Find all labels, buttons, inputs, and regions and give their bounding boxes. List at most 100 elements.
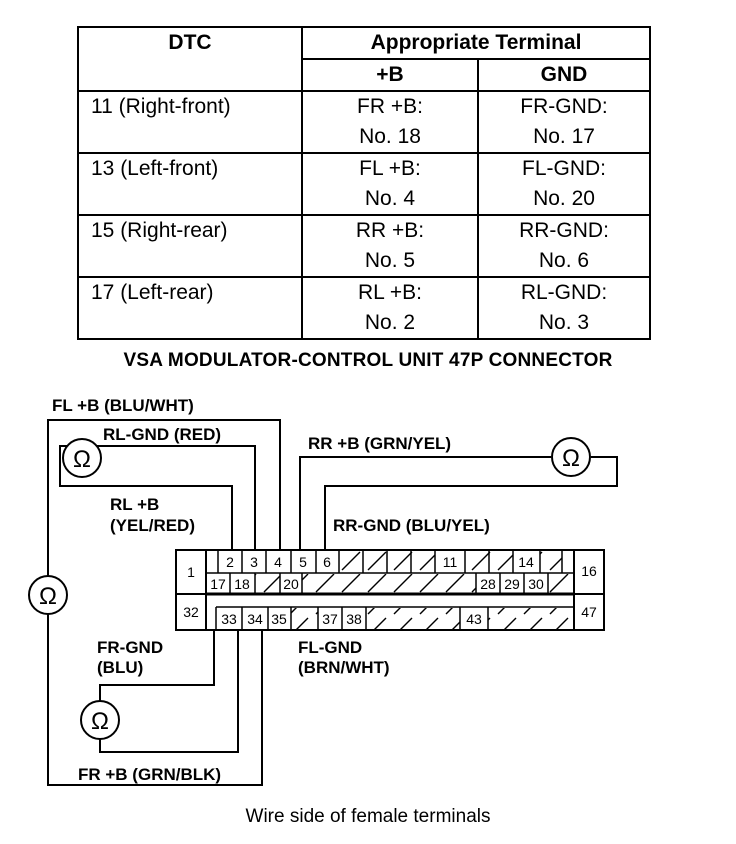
wire-labels: FL +B (BLU/WHT) RL-GND (RED) RL +B (YEL/… — [52, 396, 490, 784]
pin-35: 35 — [271, 611, 287, 627]
pin-43: 43 — [466, 611, 482, 627]
dtc-value: 11 (Right-front) — [91, 95, 231, 118]
pin-3: 3 — [250, 554, 258, 570]
pin-1: 1 — [187, 564, 195, 580]
header-gnd-label: GND — [540, 63, 588, 86]
plus-b-cell: FR +B: No. 18 — [301, 90, 479, 154]
gnd-name: FL-GND: — [522, 157, 606, 180]
fl-plus-wire — [47, 419, 281, 576]
pin-47: 47 — [581, 604, 597, 620]
plus-b-name: RL +B: — [357, 281, 422, 304]
pin-20: 20 — [283, 576, 299, 592]
gnd-terminal: No. 3 — [538, 311, 590, 334]
ohmmeter-left: Ω — [28, 575, 68, 615]
rr-plus-wire — [299, 456, 551, 550]
label-fr-gnd: FR-GND — [97, 638, 163, 657]
dtc-cell: 11 (Right-front) — [77, 90, 303, 154]
ohm-symbol: Ω — [39, 583, 57, 610]
rr-gnd-wire — [324, 456, 618, 550]
pin-33: 33 — [221, 611, 237, 627]
ohmmeter-rr: Ω — [551, 437, 591, 477]
dtc-value: 17 (Left-rear) — [91, 281, 214, 304]
pin-5: 5 — [299, 554, 307, 570]
label-fl-plus: FL +B (BLU/WHT) — [52, 396, 194, 415]
table-row: 11 (Right-front) FR +B: No. 18 FR-GND: No.… — [77, 90, 651, 154]
dtc-value: 15 (Right-rear) — [91, 219, 228, 242]
dtc-cell: 13 (Left-front) — [77, 152, 303, 216]
ohmmeter-rl: Ω — [62, 438, 102, 478]
pin-11: 11 — [443, 554, 458, 570]
dtc-cell: 15 (Right-rear) — [77, 214, 303, 278]
rl-wires — [59, 445, 256, 550]
plus-b-terminal: No. 5 — [364, 249, 416, 272]
gnd-name: RR-GND: — [519, 219, 609, 242]
plus-b-terminal: No. 2 — [364, 311, 416, 334]
pin-32: 32 — [183, 604, 199, 620]
plus-b-terminal: No. 4 — [364, 187, 416, 210]
header-appropriate-terminal: Appropriate Terminal — [301, 26, 651, 60]
plus-b-name: FL +B: — [359, 157, 421, 180]
pin-38: 38 — [346, 611, 362, 627]
table-row: 17 (Left-rear) RL +B: No. 2 RL-GND: No. 3 — [77, 276, 651, 340]
label-rl-plus-color: (YEL/RED) — [110, 516, 195, 535]
header-gnd: GND — [477, 58, 651, 92]
fr-plus-wire — [47, 607, 263, 786]
label-fr-plus: FR +B (GRN/BLK) — [78, 765, 221, 784]
gnd-cell: RL-GND: No. 3 — [477, 276, 651, 340]
plus-b-name: RR +B: — [355, 219, 425, 242]
label-fl-gnd: FL-GND — [298, 638, 362, 657]
table-row: 15 (Right-rear) RR +B: No. 5 RR-GND: No. 6 — [77, 214, 651, 278]
gnd-terminal: No. 17 — [533, 125, 595, 148]
pin-17: 17 — [210, 576, 226, 592]
pin-30: 30 — [528, 576, 544, 592]
dtc-cell: 17 (Left-rear) — [77, 276, 303, 340]
header-plus-b-label: +B — [376, 63, 404, 86]
header-dtc-label: DTC — [168, 31, 212, 54]
ohmmeter-fr: Ω — [80, 700, 120, 740]
label-fr-gnd-color: (BLU) — [97, 658, 143, 677]
fr-gnd-return-wire — [99, 607, 239, 753]
gnd-name: FR-GND: — [520, 95, 608, 118]
pin-16: 16 — [581, 563, 597, 579]
diagram-caption: Wire side of female terminals — [245, 806, 491, 827]
label-rr-plus: RR +B (GRN/YEL) — [308, 434, 451, 453]
connector-title: VSA MODULATOR-CONTROL UNIT 47P CONNECTOR — [123, 350, 613, 371]
pin-28: 28 — [480, 576, 496, 592]
plus-b-cell: RR +B: No. 5 — [301, 214, 479, 278]
pin-14: 14 — [518, 554, 534, 570]
plus-b-terminal: No. 18 — [359, 125, 421, 148]
label-fl-gnd-color: (BRN/WHT) — [298, 658, 390, 677]
ohm-symbol: Ω — [73, 446, 91, 473]
pin-37: 37 — [322, 611, 338, 627]
plus-b-name: FR +B: — [357, 95, 423, 118]
plus-b-cell: RL +B: No. 2 — [301, 276, 479, 340]
ohm-symbol: Ω — [562, 445, 580, 472]
gnd-cell: FL-GND: No. 20 — [477, 152, 651, 216]
pin-6: 6 — [323, 554, 331, 570]
pin-34: 34 — [247, 611, 263, 627]
pin-4: 4 — [274, 554, 282, 570]
pin-numbers: 1 2 3 4 5 6 11 14 16 17 18 20 28 29 30 3… — [183, 554, 597, 627]
plus-b-cell: FL +B: No. 4 — [301, 152, 479, 216]
dtc-terminal-table: DTC Appropriate Terminal +B GND 11 (Righ… — [77, 26, 651, 340]
dtc-value: 13 (Left-front) — [91, 157, 219, 180]
header-terminal-label: Appropriate Terminal — [370, 31, 582, 54]
header-plus-b: +B — [301, 58, 479, 92]
label-rr-gnd: RR-GND (BLU/YEL) — [333, 516, 490, 535]
label-rl-plus: RL +B — [110, 495, 159, 514]
table-row: 13 (Left-front) FL +B: No. 4 FL-GND: No. 2… — [77, 152, 651, 216]
gnd-terminal: No. 20 — [533, 187, 595, 210]
gnd-cell: FR-GND: No. 17 — [477, 90, 651, 154]
pin-2: 2 — [226, 554, 234, 570]
pin-18: 18 — [234, 576, 250, 592]
connector-47p — [175, 549, 605, 631]
pin-29: 29 — [504, 576, 520, 592]
wires — [47, 419, 618, 786]
gnd-terminal: No. 6 — [538, 249, 590, 272]
gnd-name: RL-GND: — [520, 281, 608, 304]
ohm-symbol: Ω — [91, 708, 109, 735]
header-dtc: DTC — [77, 26, 303, 92]
fr-gnd-wire — [99, 607, 215, 703]
label-rl-gnd: RL-GND (RED) — [103, 425, 221, 444]
